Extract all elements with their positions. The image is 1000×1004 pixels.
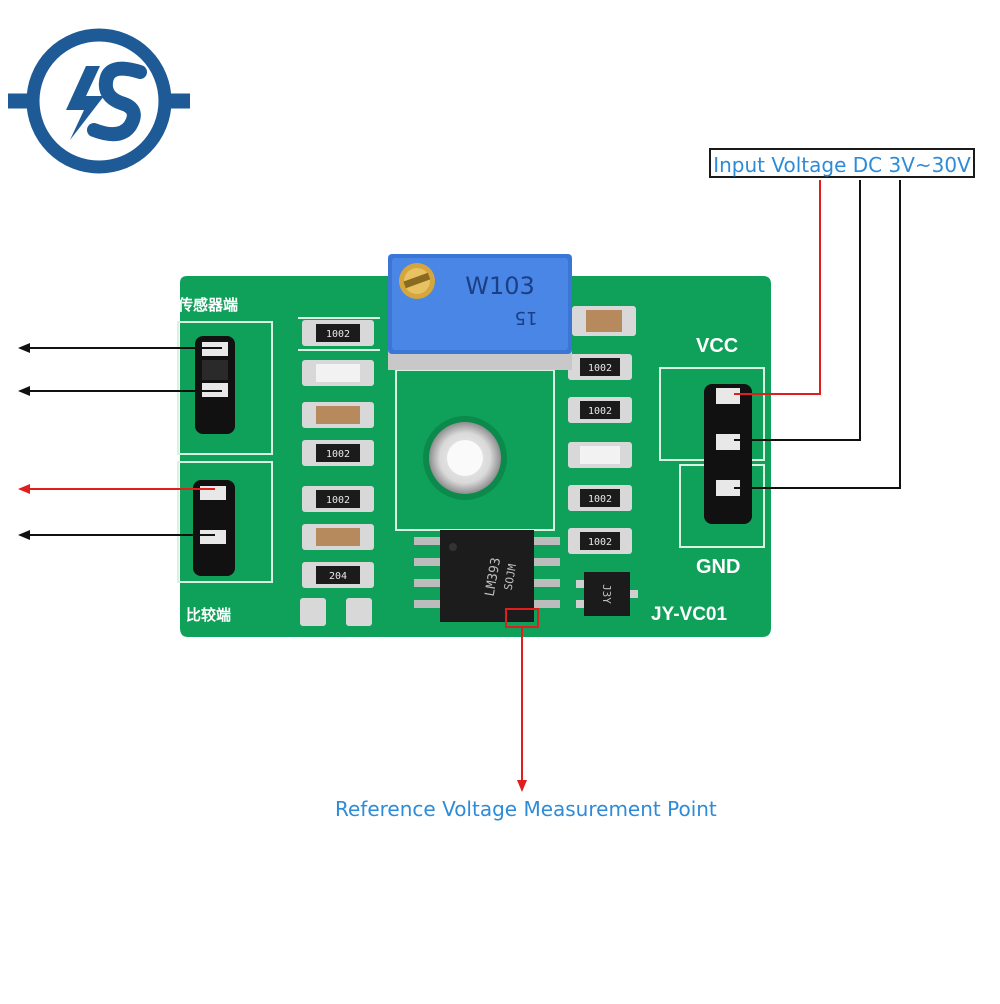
led-1 — [302, 360, 374, 386]
transistor — [576, 572, 638, 616]
compare-port-label: 比较端 — [186, 606, 232, 624]
resistor-marking: 1002 — [588, 406, 612, 417]
capacitor-2 — [302, 524, 374, 550]
resistor-marking: 1002 — [588, 537, 612, 548]
left-arrows — [18, 343, 222, 540]
model-label: JY-VC01 — [651, 604, 728, 625]
compare-header — [193, 480, 235, 576]
power-header — [704, 384, 752, 524]
resistor-marking: 1002 — [326, 329, 350, 340]
potentiometer — [388, 254, 572, 370]
sensor-port-label: 传感器端 — [178, 296, 239, 314]
input-leader-lines — [734, 180, 901, 489]
resistor-marking: 1002 — [326, 449, 350, 460]
chip-marking-1: LM393 — [483, 557, 505, 598]
resistor-marking: 1002 — [326, 495, 350, 506]
left-components — [300, 320, 374, 626]
sensor-header — [195, 336, 235, 434]
capacitor-1 — [302, 402, 374, 428]
resistor-4 — [302, 562, 374, 588]
lm393-chip — [414, 530, 560, 622]
component-markings: 1002 1002 1002 204 1002 1002 1002 1002 — [326, 329, 612, 582]
gnd-label: GND — [696, 556, 741, 578]
right-components — [568, 306, 638, 616]
vcc-label: VCC — [696, 335, 739, 357]
brand-logo — [8, 28, 190, 174]
resistor-marking: 1002 — [588, 363, 612, 374]
resistor-marking: 204 — [329, 571, 347, 582]
potentiometer-sub-marking: 15 — [515, 307, 538, 328]
input-voltage-label: Input Voltage DC 3V~30V — [709, 148, 975, 178]
resistor-2 — [302, 440, 374, 466]
chip-marking-2: SOJM — [502, 563, 519, 592]
reference-point-label: Reference Voltage Measurement Point — [335, 797, 717, 821]
resistor-1 — [302, 320, 374, 346]
potentiometer-marking: W103 — [465, 272, 535, 300]
resistor-3 — [302, 486, 374, 512]
transistor-marking: J3Y — [600, 584, 613, 604]
resistor-marking: 1002 — [588, 494, 612, 505]
